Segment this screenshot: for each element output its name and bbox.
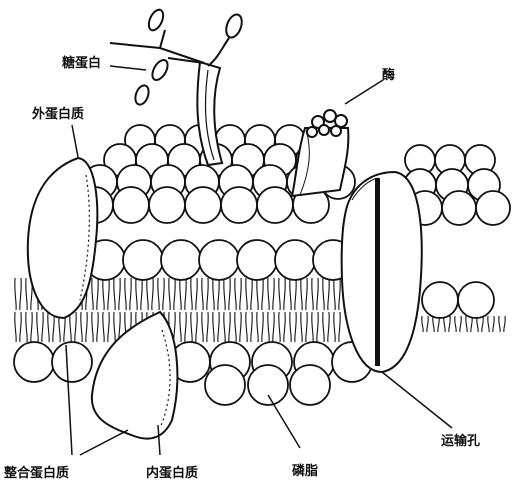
phospholipid-heads-front-row <box>85 240 494 318</box>
phospholipid-tail <box>103 312 109 342</box>
phospholipid-tail <box>180 278 186 310</box>
phospholipid-head <box>52 342 92 382</box>
phospholipid-tail <box>202 278 208 310</box>
phospholipid-tail <box>444 316 450 332</box>
label-glycoprotein: 糖蛋白 <box>62 56 101 72</box>
phospholipid-head <box>248 365 288 405</box>
phospholipid-tail <box>301 312 307 342</box>
label-phospholipid: 磷脂 <box>292 464 318 480</box>
phospholipid-head <box>14 342 54 382</box>
phospholipid-tail <box>279 312 285 342</box>
phospholipid-tail <box>191 312 197 342</box>
phospholipid-heads-back-layer <box>77 125 510 225</box>
label-enzyme: 酶 <box>382 68 395 84</box>
phospholipid-tail <box>191 278 197 310</box>
label-integral-protein: 整合蛋白质 <box>4 466 69 482</box>
phospholipid-head <box>476 191 510 225</box>
phospholipid-tail <box>488 316 494 332</box>
phospholipid-tail <box>268 278 274 310</box>
phospholipid-head <box>123 240 163 280</box>
phospholipid-head <box>205 365 245 405</box>
phospholipid-tail <box>125 278 131 310</box>
phospholipid-head <box>442 191 476 225</box>
label-transport-pore: 运输孔 <box>441 434 480 450</box>
phospholipid-tail <box>323 278 329 310</box>
phospholipid-head <box>257 187 293 223</box>
phospholipid-tail <box>103 278 109 310</box>
phospholipid-tail <box>290 278 296 310</box>
phospholipid-tail <box>114 278 120 310</box>
phospholipid-head <box>221 187 257 223</box>
phospholipid-tail <box>290 312 296 342</box>
phospholipid-tail <box>279 278 285 310</box>
phospholipid-tail <box>224 312 230 342</box>
phospholipid-head <box>161 240 201 280</box>
phospholipid-tail <box>257 312 263 342</box>
glycoprotein-sugar-chain <box>110 7 204 106</box>
phospholipid-tail <box>312 312 318 342</box>
phospholipid-tail <box>499 316 505 332</box>
label-inner-protein: 内蛋白质 <box>146 466 198 482</box>
phospholipid-tail <box>224 278 230 310</box>
phospholipid-head <box>113 187 149 223</box>
phospholipid-tail <box>323 312 329 342</box>
phospholipid-tail <box>235 278 241 310</box>
phospholipid-head <box>275 240 315 280</box>
phospholipid-tail <box>15 312 21 342</box>
phospholipid-tail <box>268 312 274 342</box>
phospholipid-tail <box>180 312 186 342</box>
phospholipid-head <box>185 187 221 223</box>
phospholipid-tail <box>246 312 252 342</box>
phospholipid-tail <box>15 278 21 310</box>
phospholipid-tail <box>257 278 263 310</box>
phospholipid-tail <box>147 278 153 310</box>
phospholipid-tail <box>70 312 76 342</box>
enzyme-protein <box>292 110 348 196</box>
phospholipid-tail <box>466 316 472 332</box>
phospholipid-tail <box>422 316 428 332</box>
phospholipid-tail <box>334 312 340 342</box>
transport-channel-protein <box>342 172 422 372</box>
phospholipid-tail <box>81 312 87 342</box>
phospholipid-tail <box>169 278 175 310</box>
phospholipid-head <box>199 240 239 280</box>
phospholipid-tail <box>136 278 142 310</box>
phospholipid-tail <box>301 278 307 310</box>
phospholipid-tail <box>92 312 98 342</box>
phospholipid-head <box>149 187 185 223</box>
phospholipid-tail <box>334 278 340 310</box>
phospholipid-tail <box>158 278 164 310</box>
label-peripheral-protein: 外蛋白质 <box>32 107 84 123</box>
phospholipid-tail <box>235 312 241 342</box>
phospholipid-tail <box>202 312 208 342</box>
phospholipid-tail <box>246 278 252 310</box>
phospholipid-tail <box>37 312 43 342</box>
phospholipid-tail <box>92 278 98 310</box>
phospholipid-tail <box>455 316 461 332</box>
phospholipid-tail <box>213 312 219 342</box>
phospholipid-head <box>458 282 494 318</box>
phospholipid-head <box>422 282 458 318</box>
phospholipid-head <box>290 365 330 405</box>
inner-protein <box>92 312 177 439</box>
phospholipid-tail <box>26 312 32 342</box>
phospholipid-tail <box>312 278 318 310</box>
phospholipid-head <box>237 240 277 280</box>
phospholipid-tail <box>213 278 219 310</box>
